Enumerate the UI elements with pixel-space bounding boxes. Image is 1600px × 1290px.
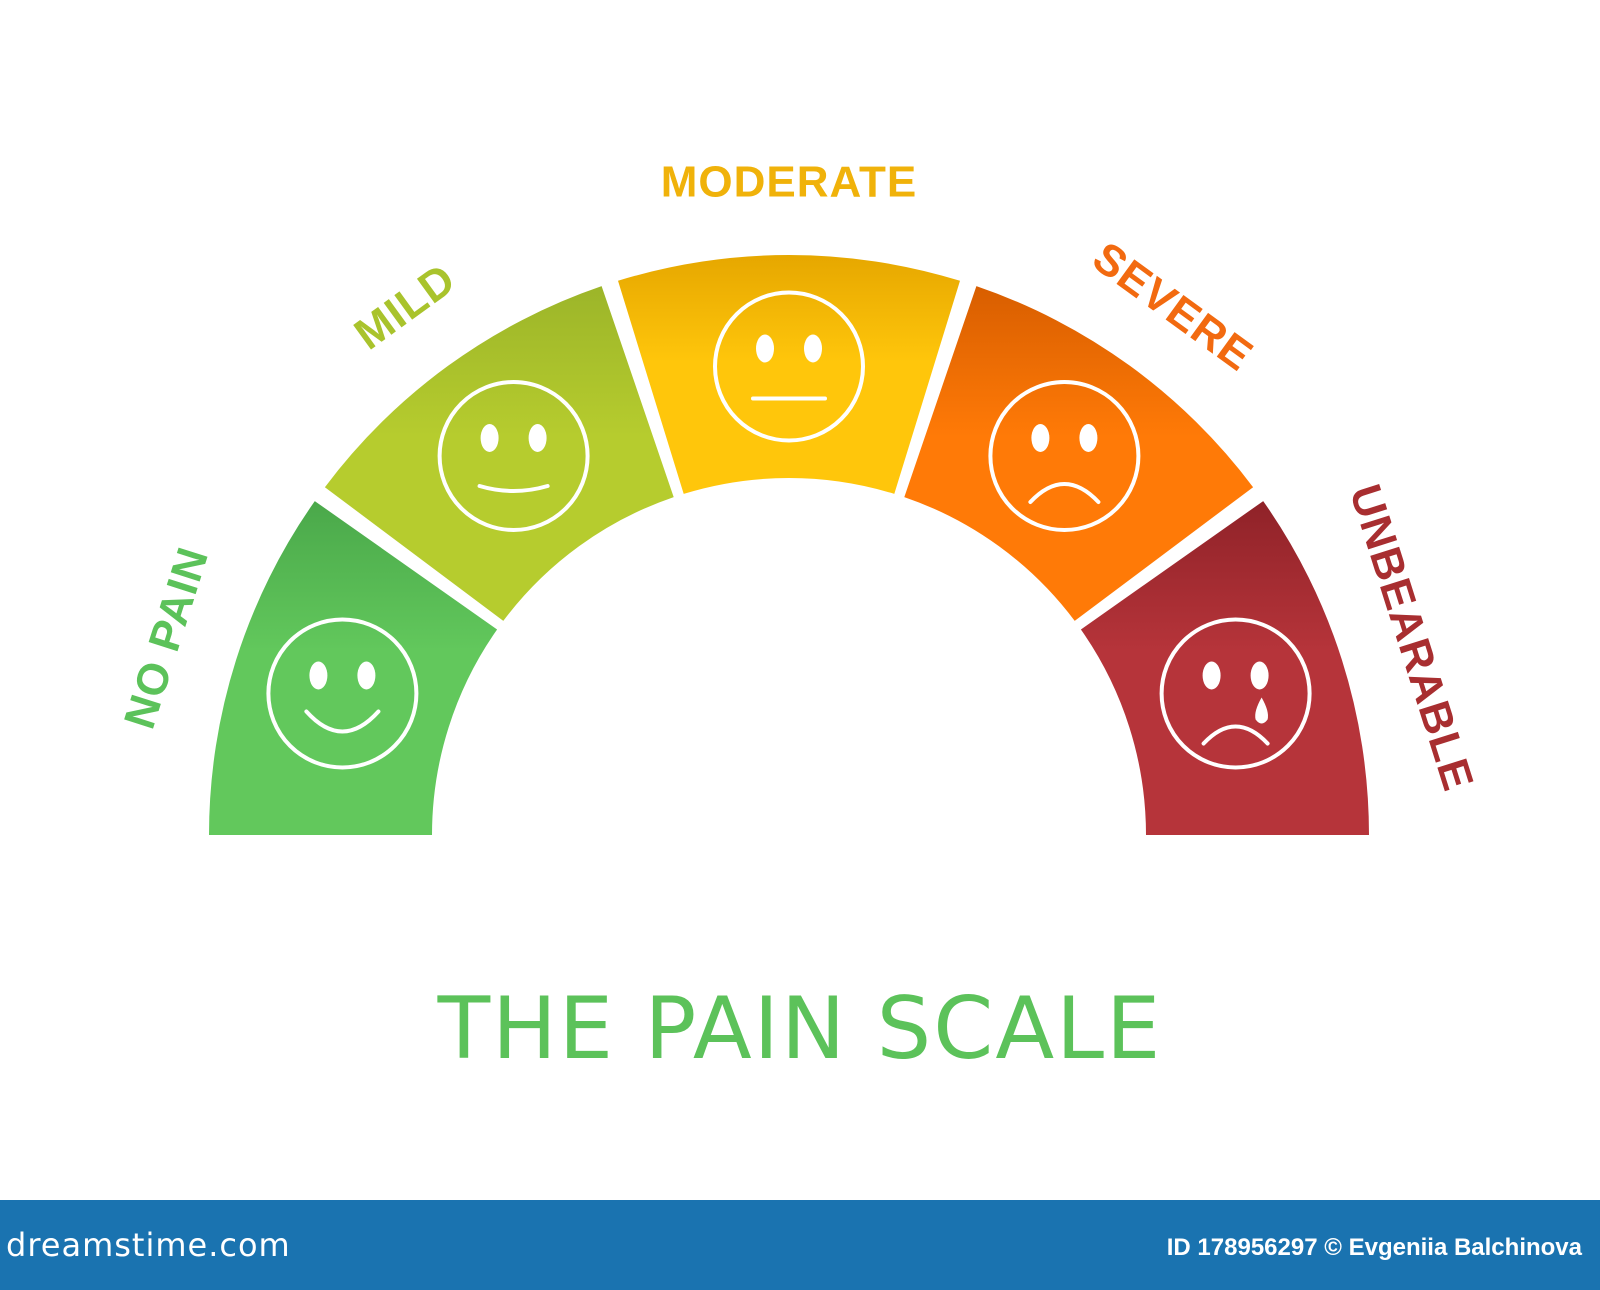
segment-unbearable	[1080, 501, 1369, 835]
label-moderate: MODERATE	[661, 158, 918, 207]
neutral-icon	[713, 290, 865, 443]
brand-logo[interactable]: dreamstime.com	[6, 1226, 291, 1264]
frown-icon	[988, 380, 1141, 532]
segment-mild	[324, 286, 674, 621]
crying-icon	[1159, 617, 1312, 770]
slight-smile-icon	[437, 380, 590, 532]
label-no-pain: NO PAIN	[115, 541, 218, 734]
label-mild: MILD	[346, 254, 465, 359]
segment-no-pain	[209, 501, 498, 835]
scale-arc	[209, 255, 1369, 835]
page-title: THE PAIN SCALE	[437, 979, 1163, 1079]
image-credit: ID 178956297 © Evgeniia Balchinova	[1166, 1234, 1582, 1261]
footer-bar: dreamstime.com ID 178956297 © Evgeniia B…	[0, 1200, 1600, 1290]
segment-severe	[904, 286, 1254, 621]
smile-icon	[266, 617, 419, 770]
segment-moderate	[618, 255, 960, 494]
